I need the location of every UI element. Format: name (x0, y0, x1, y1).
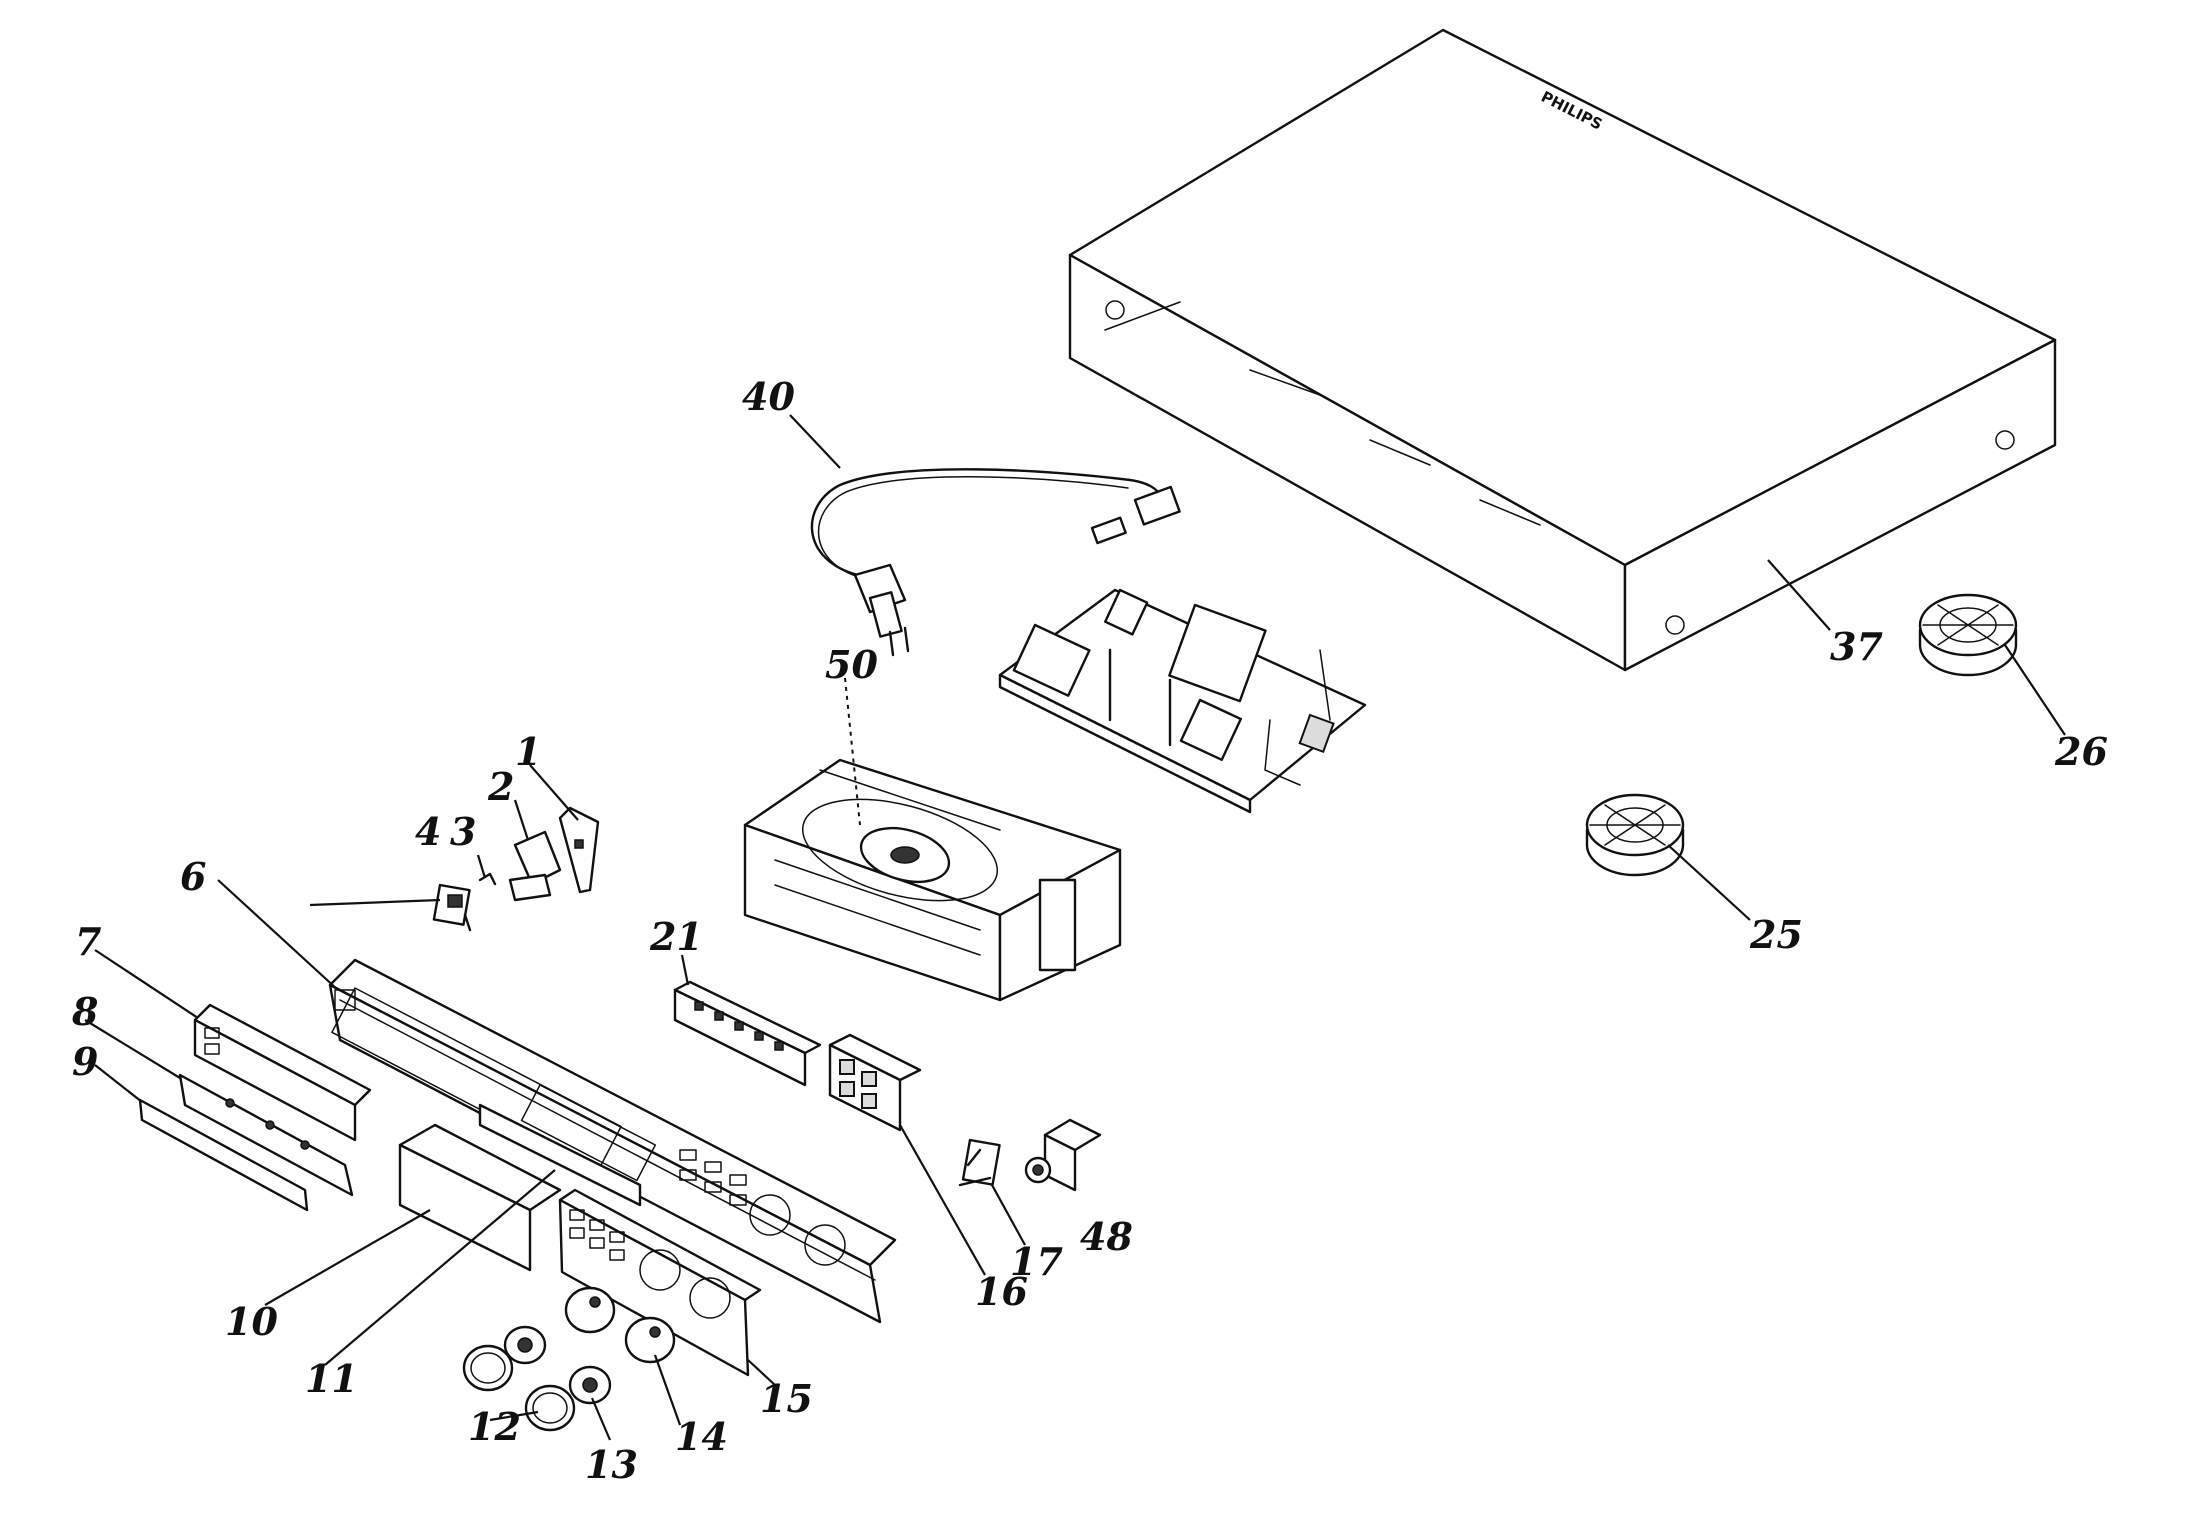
part-37-top-cover: PHILIPS (1068, 28, 2057, 672)
label-16: 16 (975, 1269, 1028, 1314)
label-7: 7 (75, 919, 101, 964)
part-8-lens-strip (178, 1073, 354, 1197)
leader-11 (324, 1169, 556, 1366)
leader-16 (899, 1124, 986, 1276)
label-14: 14 (675, 1414, 728, 1459)
leader-7 (94, 949, 199, 1019)
part-3-clip (478, 872, 497, 886)
part-4-switch (432, 883, 472, 932)
leader-21 (680, 954, 690, 986)
label-50: 50 (825, 642, 878, 687)
part-15-button-panel (558, 1188, 762, 1377)
label-40: 40 (742, 374, 795, 419)
label-13: 13 (585, 1442, 638, 1487)
part-21-button-strip (673, 980, 822, 1087)
part-48-jack-board (1024, 1118, 1102, 1192)
part-10-display-filter (398, 1123, 562, 1272)
label-21: 21 (649, 914, 703, 959)
leader-26 (2004, 644, 2066, 736)
label-2: 2 (487, 764, 514, 809)
power-supply-board (998, 588, 1367, 814)
part-50-cd-mechanism (743, 677, 1122, 1002)
label-12: 12 (468, 1404, 521, 1449)
label-17: 17 (1010, 1239, 1063, 1284)
label-10: 10 (225, 1299, 278, 1344)
part-6-front-panel (328, 958, 897, 1324)
leader-15 (747, 1359, 776, 1386)
leader-12 (489, 1410, 539, 1422)
label-48: 48 (1080, 1214, 1133, 1259)
leader-40 (789, 414, 841, 469)
leader-14 (653, 1354, 682, 1426)
label-37: 37 (1830, 624, 1883, 669)
label-26: 26 (2054, 729, 2108, 774)
leader-37 (1767, 559, 1831, 631)
part-13-knob-shafts (503, 1325, 612, 1405)
leader-10 (264, 1209, 431, 1306)
label-3: 3 (450, 809, 476, 854)
leader-1 (529, 764, 579, 821)
part-25-foot (1585, 793, 1685, 877)
leader-9 (94, 1064, 143, 1103)
label-1: 1 (515, 729, 541, 774)
leader-6 (217, 879, 339, 991)
part-16-connector-block (828, 1033, 922, 1132)
leader-8 (84, 1019, 181, 1079)
label-11: 11 (305, 1356, 358, 1401)
leader-4 (309, 898, 441, 907)
label-6: 6 (180, 854, 206, 899)
part-26-foot (1918, 593, 2018, 677)
label-9: 9 (72, 1039, 98, 1084)
label-4: 4 (415, 809, 441, 854)
part-11-display-lens (478, 1103, 642, 1207)
part-17-switch (958, 1138, 1001, 1187)
part-40-power-cord (810, 468, 1181, 657)
leader-25 (1667, 844, 1751, 921)
leader-13 (590, 1397, 612, 1441)
part-14-knobs (564, 1286, 676, 1364)
part-7-display-window (193, 1003, 372, 1142)
part-9-lens-strip (138, 1098, 309, 1212)
part-1-small-board (558, 806, 600, 894)
leader-lines (84, 414, 2066, 1441)
leader-3 (476, 854, 487, 879)
label-25: 25 (1749, 912, 1803, 957)
part-2-bracket (508, 830, 562, 902)
label-8: 8 (71, 989, 98, 1034)
part-12-knob-caps (462, 1344, 576, 1432)
leader-17 (991, 1184, 1026, 1246)
label-15: 15 (760, 1376, 813, 1421)
part-labels: 1 2 3 4 6 7 8 9 10 11 12 13 14 15 16 17 … (71, 374, 2108, 1487)
leader-2 (513, 799, 530, 841)
